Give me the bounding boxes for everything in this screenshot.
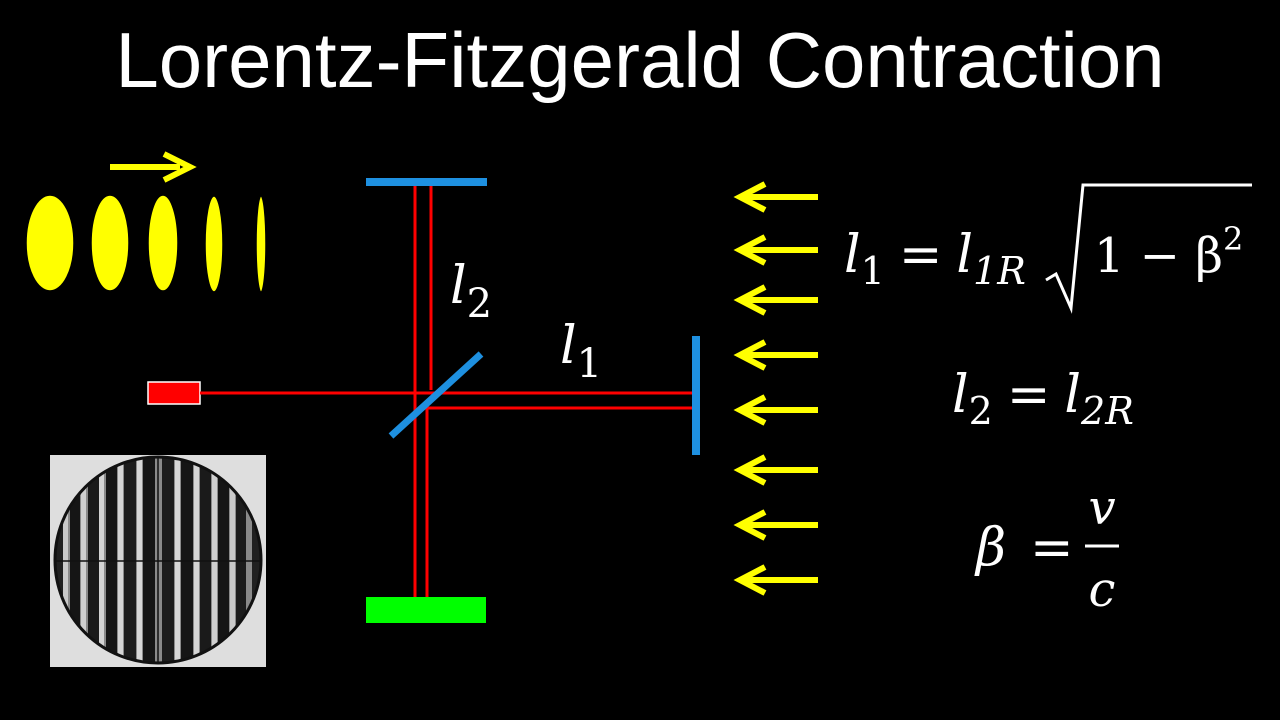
sqrt-sign — [1045, 183, 1252, 314]
wind-arrow-icon — [733, 564, 818, 596]
ellipse-5 — [255, 195, 267, 293]
wind-arrow-icon — [733, 339, 818, 371]
motion-arrow-icon — [110, 151, 197, 183]
label-l1: l1 — [560, 316, 602, 387]
wind-arrow-icon — [733, 454, 818, 486]
svg-text:c: c — [1089, 562, 1116, 618]
equation-length-contraction: l1=l1R 1 − β2 — [844, 183, 1252, 314]
beam-splitter — [388, 351, 484, 439]
svg-text:1 − β2: 1 − β2 — [1094, 220, 1243, 284]
detector — [366, 597, 486, 623]
svg-text:=: = — [1030, 518, 1074, 578]
contracting-ellipses — [25, 194, 267, 293]
laser-source — [147, 381, 201, 405]
equation-l2: l2=l2R — [952, 365, 1134, 433]
page-title: Lorentz-Fitzgerald Contraction — [115, 16, 1165, 104]
wind-arrow-icon — [733, 284, 818, 316]
ether-wind-arrows — [733, 181, 818, 596]
wind-arrow-icon — [733, 394, 818, 426]
svg-text:v: v — [1088, 480, 1115, 536]
light-beams — [200, 184, 693, 597]
wind-arrow-icon — [733, 509, 818, 541]
ellipse-2 — [90, 194, 130, 292]
wind-arrow-icon — [733, 234, 818, 266]
label-l2: l2 — [450, 256, 492, 327]
ellipse-4 — [204, 195, 224, 293]
equation-beta: β = v c — [974, 480, 1119, 618]
ellipse-3 — [147, 194, 179, 292]
svg-text:β: β — [974, 518, 1006, 578]
ellipse-1 — [25, 194, 75, 292]
wind-arrow-icon — [733, 181, 818, 213]
svg-text:l1=l1R: l1=l1R — [844, 225, 1026, 293]
fringe-pattern-image — [50, 455, 266, 667]
